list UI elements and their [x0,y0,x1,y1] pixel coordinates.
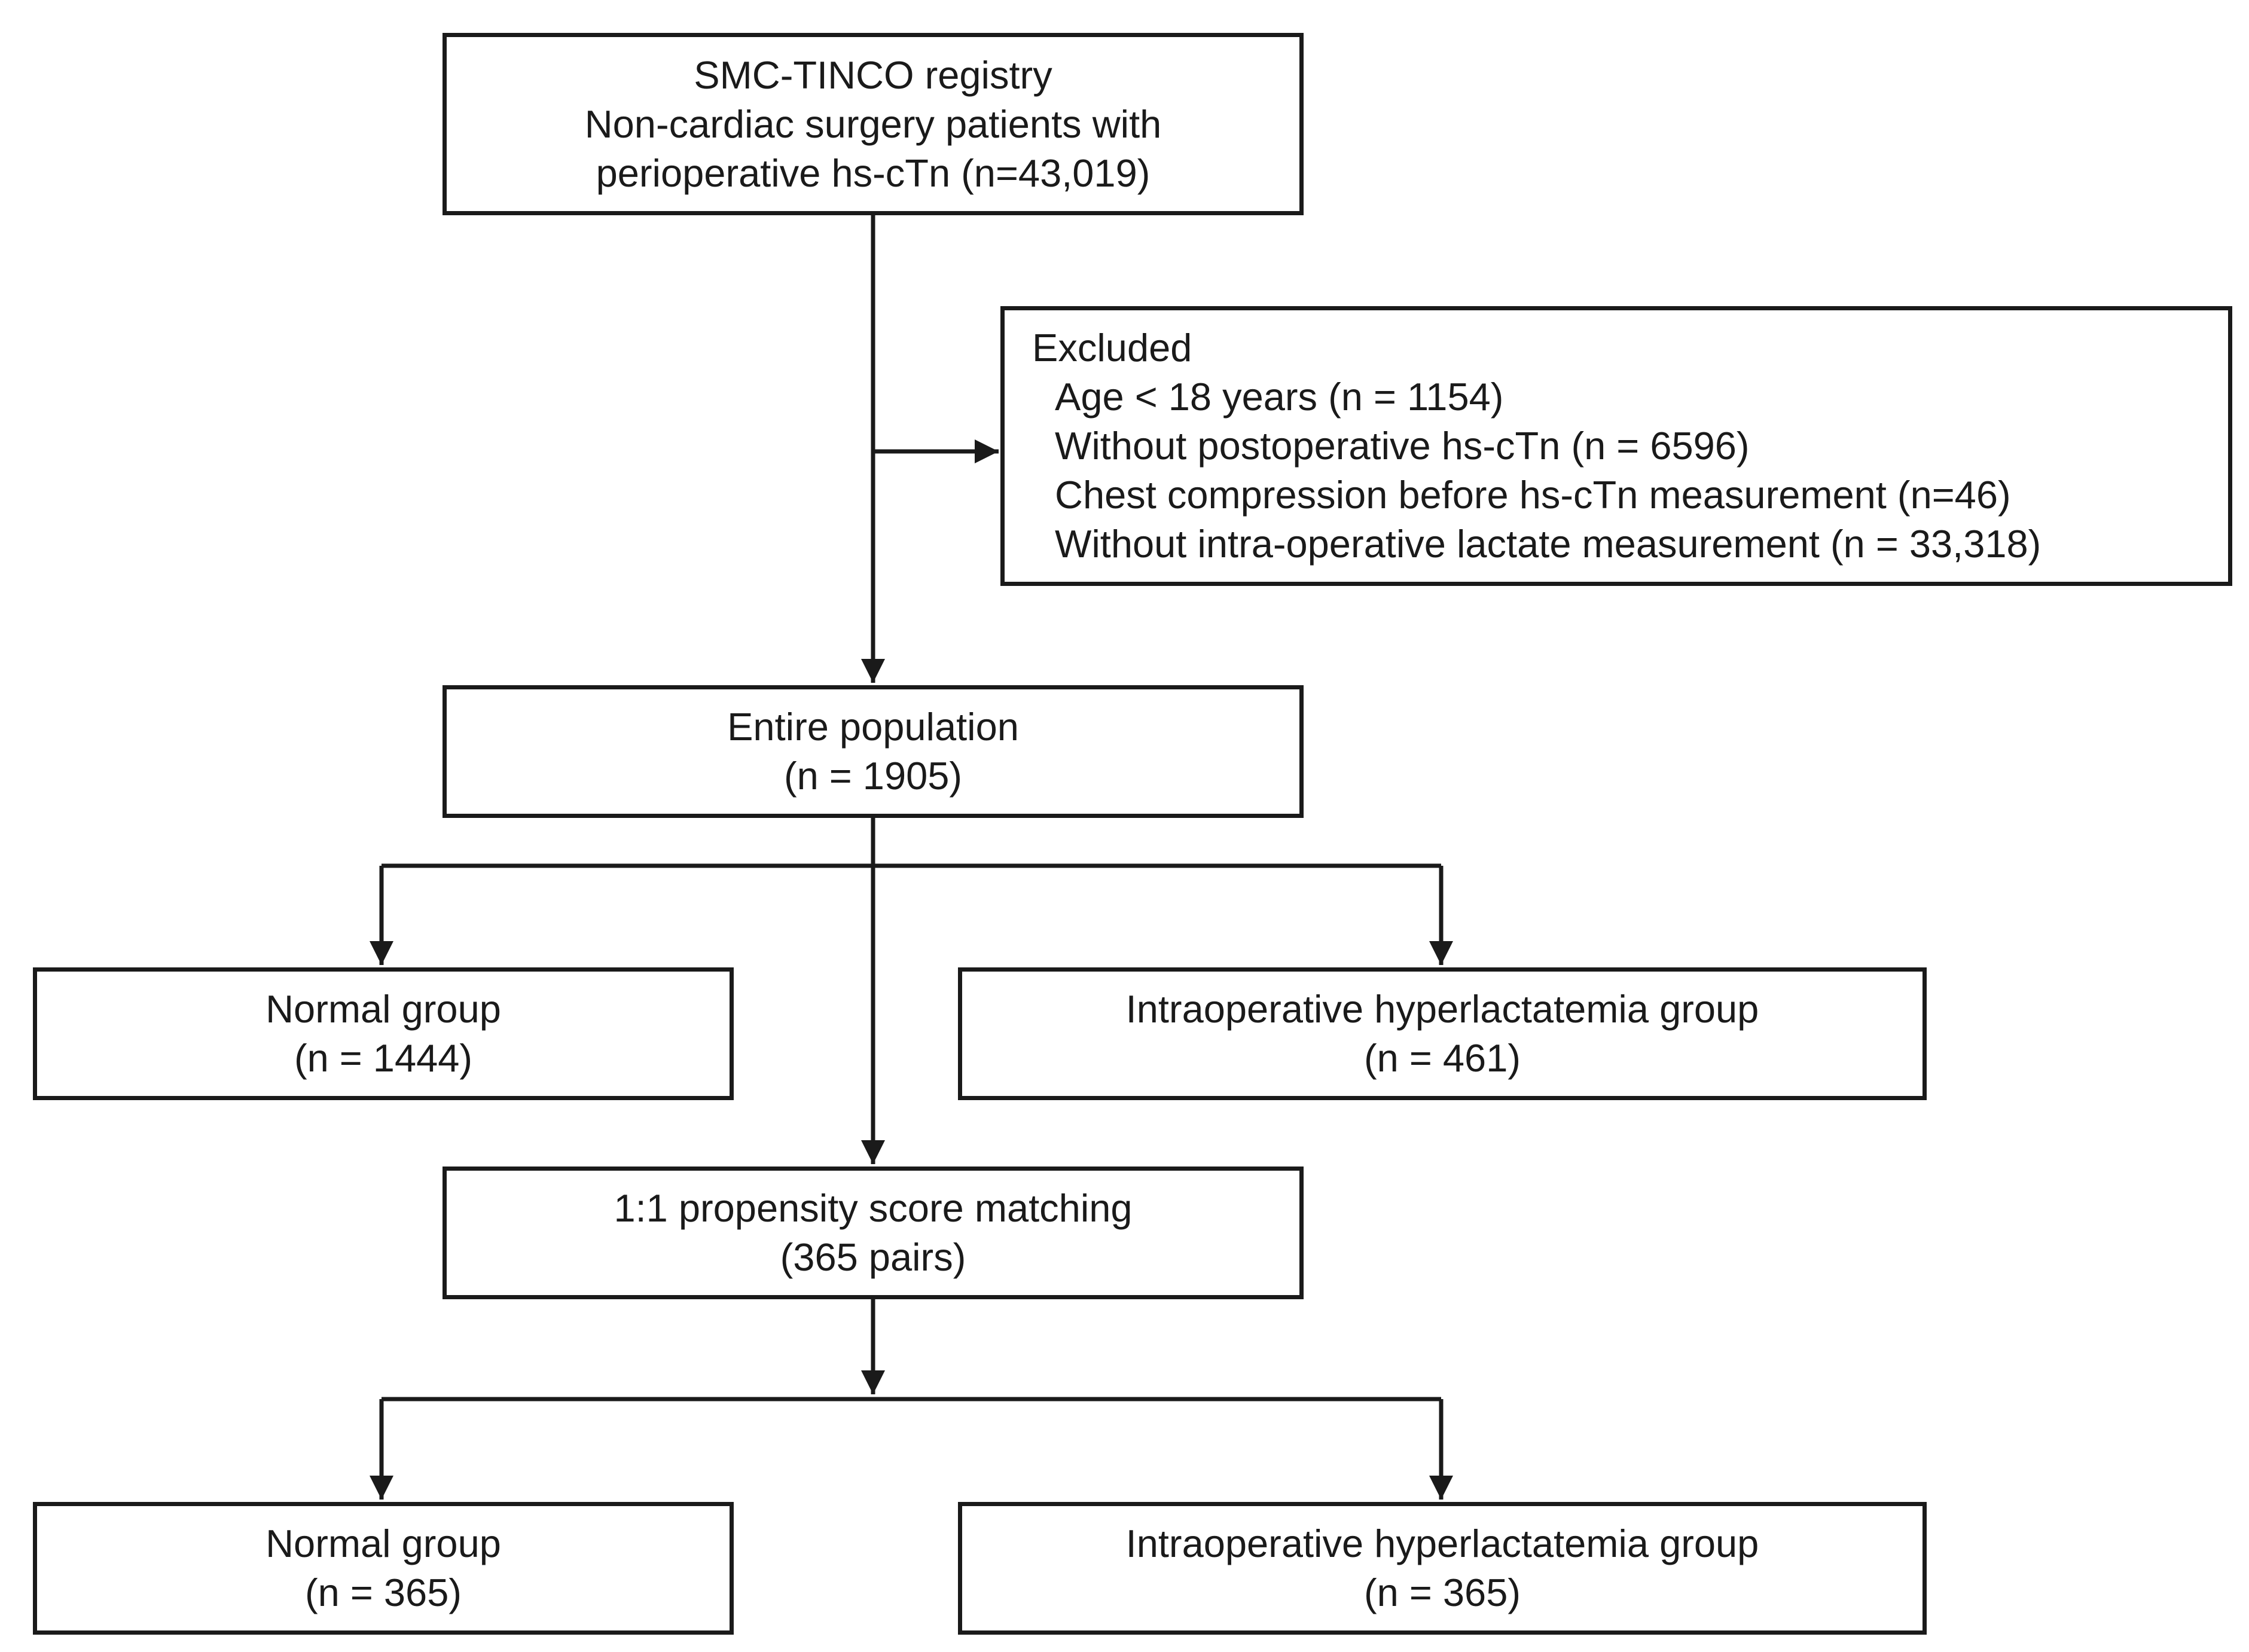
matched-normal-group-box: Normal group (n = 365) [33,1502,734,1635]
matched-normal-group-title: Normal group [266,1522,501,1565]
excluded-item: Age < 18 years (n = 1154) [1055,375,1504,419]
matched-hyperlactatemia-group-box: Intraoperative hyperlactatemia group (n … [958,1502,1927,1635]
entire-population-title: Entire population [727,705,1019,749]
registry-line-1: SMC-TINCO registry [694,53,1052,97]
registry-box: SMC-TINCO registry Non-cardiac surgery p… [443,33,1304,215]
propensity-matching-box: 1:1 propensity score matching (365 pairs… [443,1167,1304,1299]
registry-line-2: Non-cardiac surgery patients with [584,102,1162,146]
excluded-box: Excluded Age < 18 years (n = 1154) Witho… [1000,306,2232,586]
entire-population-count: (n = 1905) [783,754,963,798]
hyperlactatemia-group-count: (n = 461) [1364,1036,1521,1080]
matched-hyperlactatemia-group-count: (n = 365) [1364,1571,1521,1614]
entire-population-box: Entire population (n = 1905) [443,685,1304,818]
propensity-matching-pairs: (365 pairs) [780,1235,966,1279]
hyperlactatemia-group-title: Intraoperative hyperlactatemia group [1125,987,1759,1031]
normal-group-title: Normal group [266,987,501,1031]
matched-hyperlactatemia-group-title: Intraoperative hyperlactatemia group [1125,1522,1759,1565]
normal-group-box: Normal group (n = 1444) [33,967,734,1100]
excluded-item: Chest compression before hs-cTn measurem… [1055,473,2011,517]
matched-normal-group-count: (n = 365) [305,1571,462,1614]
excluded-item: Without intra-operative lactate measurem… [1055,522,2042,566]
excluded-item: Without postoperative hs-cTn (n = 6596) [1055,424,1750,468]
registry-line-3: perioperative hs-cTn (n=43,019) [596,151,1151,195]
normal-group-count: (n = 1444) [294,1036,473,1080]
hyperlactatemia-group-box: Intraoperative hyperlactatemia group (n … [958,967,1927,1100]
propensity-matching-title: 1:1 propensity score matching [614,1186,1133,1230]
excluded-heading: Excluded [1032,326,1192,370]
